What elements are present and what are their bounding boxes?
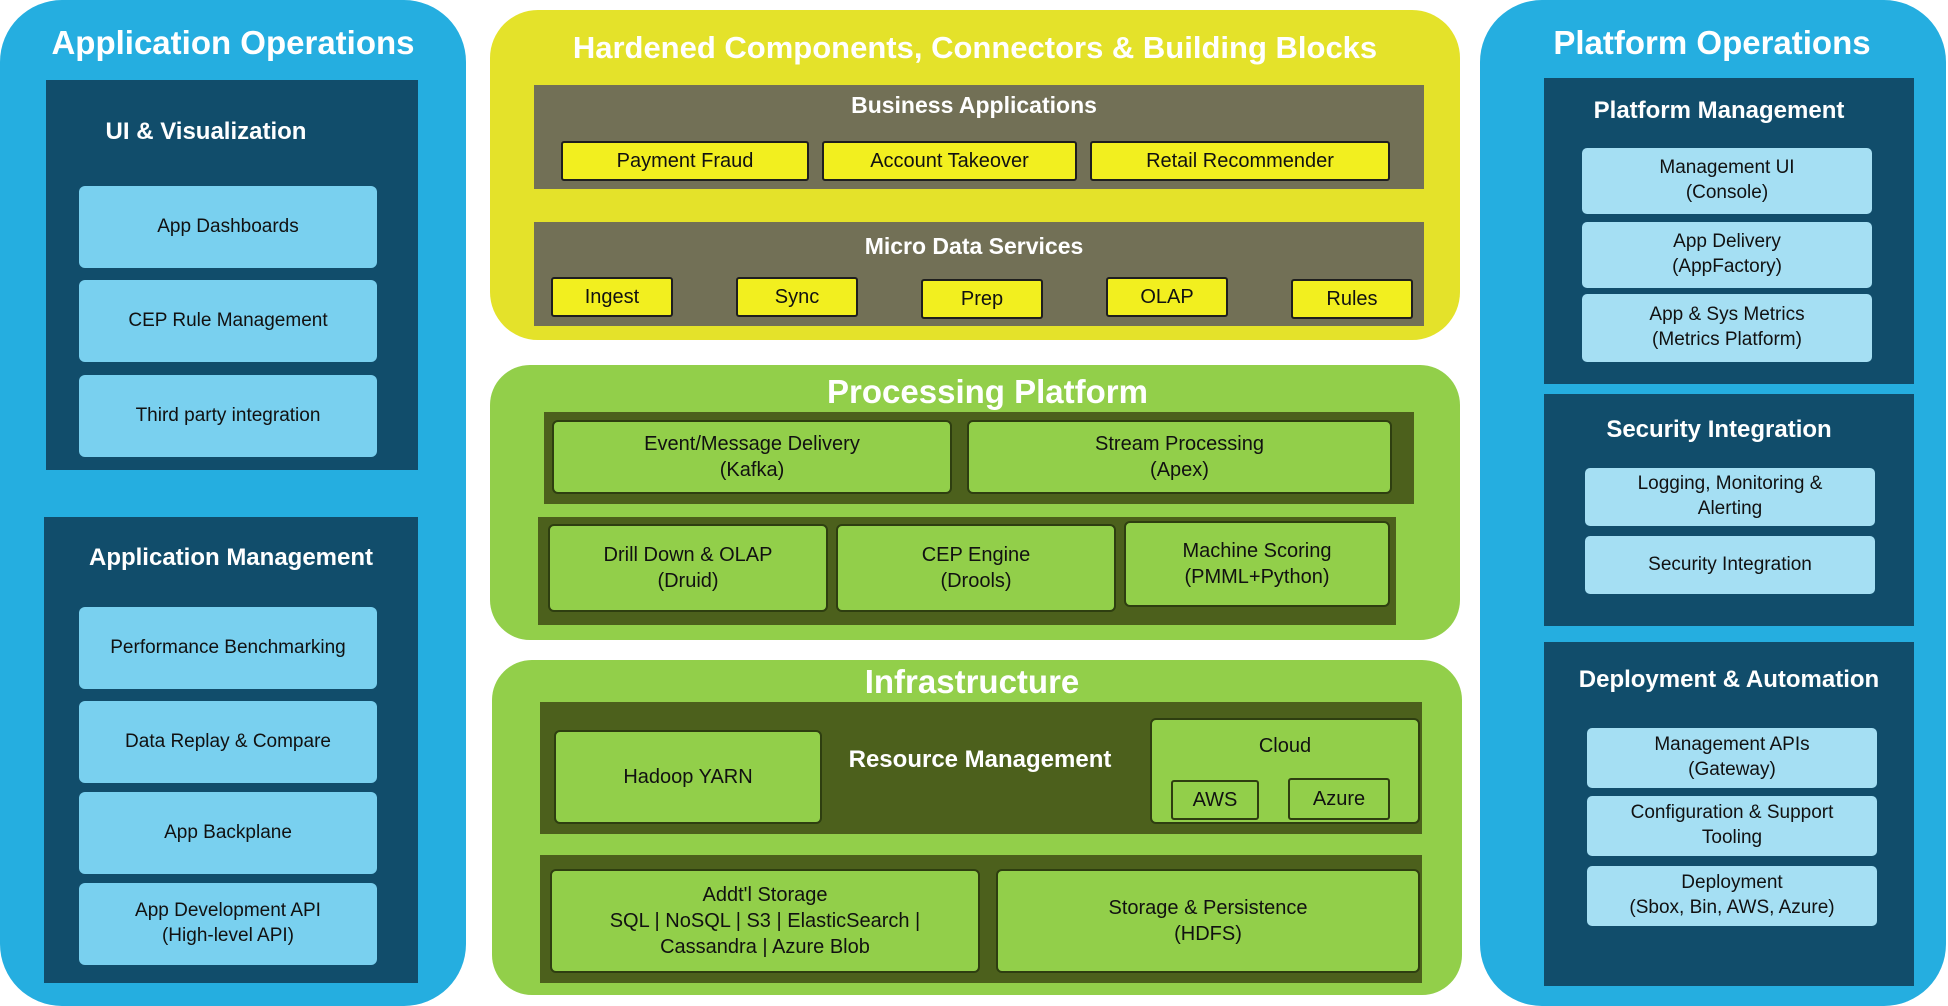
- platform-operations-title: Platform Operations: [1553, 24, 1871, 61]
- retail-recommender-button[interactable]: Retail Recommender: [1090, 141, 1390, 181]
- processing-platform-panel: Processing Platform Event/Message Delive…: [490, 365, 1460, 640]
- hadoop-yarn-box[interactable]: Hadoop YARN: [554, 730, 822, 824]
- drill-down-olap-box[interactable]: Drill Down & OLAP (Druid): [548, 524, 828, 612]
- deployment-automation-title: Deployment & Automation: [1578, 666, 1880, 693]
- app-sys-metrics-box[interactable]: App & Sys Metrics (Metrics Platform): [1582, 294, 1872, 362]
- aws-button[interactable]: AWS: [1171, 780, 1259, 820]
- cep-rule-management-box[interactable]: CEP Rule Management: [79, 280, 377, 362]
- security-integration-section: Security Integration Logging, Monitoring…: [1544, 394, 1914, 626]
- configuration-support-tooling-box[interactable]: Configuration & Support Tooling: [1587, 796, 1877, 856]
- storage-persistence-box[interactable]: Storage & Persistence (HDFS): [996, 869, 1420, 973]
- olap-button[interactable]: OLAP: [1106, 277, 1228, 317]
- management-ui-box[interactable]: Management UI (Console): [1582, 148, 1872, 214]
- third-party-integration-box[interactable]: Third party integration: [79, 375, 377, 457]
- machine-scoring-box[interactable]: Machine Scoring (PMML+Python): [1124, 521, 1390, 607]
- infrastructure-title: Infrastructure: [864, 663, 1080, 700]
- ui-visualization-section: UI & Visualization App Dashboards CEP Ru…: [46, 80, 418, 470]
- stream-processing-box[interactable]: Stream Processing (Apex): [967, 420, 1392, 494]
- app-dashboards-box[interactable]: App Dashboards: [79, 186, 377, 268]
- business-applications-band: Business Applications Payment Fraud Acco…: [534, 85, 1424, 189]
- platform-management-section: Platform Management Management UI (Conso…: [1544, 78, 1914, 384]
- app-development-api-box[interactable]: App Development API (High-level API): [79, 883, 377, 965]
- cloud-box: Cloud AWS Azure: [1150, 718, 1420, 824]
- resource-management-band: Hadoop YARN Resource Management Cloud AW…: [540, 702, 1422, 834]
- processing-platform-title: Processing Platform: [827, 373, 1148, 410]
- management-apis-box[interactable]: Management APIs (Gateway): [1587, 728, 1877, 788]
- cep-engine-box[interactable]: CEP Engine (Drools): [836, 524, 1116, 612]
- security-integration-box[interactable]: Security Integration: [1585, 536, 1875, 594]
- logging-monitoring-alerting-box[interactable]: Logging, Monitoring & Alerting: [1585, 468, 1875, 526]
- event-message-delivery-box[interactable]: Event/Message Delivery (Kafka): [552, 420, 952, 494]
- storage-band: Addt'l Storage SQL | NoSQL | S3 | Elasti…: [540, 855, 1422, 983]
- data-replay-compare-box[interactable]: Data Replay & Compare: [79, 701, 377, 783]
- platform-management-title: Platform Management: [1593, 97, 1845, 124]
- account-takeover-button[interactable]: Account Takeover: [822, 141, 1077, 181]
- application-management-title: Application Management: [88, 544, 374, 571]
- payment-fraud-button[interactable]: Payment Fraud: [561, 141, 809, 181]
- processing-row-2: Drill Down & OLAP (Druid) CEP Engine (Dr…: [538, 517, 1396, 625]
- micro-data-services-title: Micro Data Services: [864, 233, 1084, 259]
- application-operations-panel: Application Operations UI & Visualizatio…: [0, 0, 466, 1006]
- processing-row-1: Event/Message Delivery (Kafka) Stream Pr…: [544, 412, 1414, 504]
- application-operations-title: Application Operations: [51, 24, 415, 61]
- ingest-button[interactable]: Ingest: [551, 277, 673, 317]
- app-delivery-box[interactable]: App Delivery (AppFactory): [1582, 222, 1872, 288]
- addl-storage-box[interactable]: Addt'l Storage SQL | NoSQL | S3 | Elasti…: [550, 869, 980, 973]
- deployment-automation-section: Deployment & Automation Management APIs …: [1544, 642, 1914, 986]
- rules-button[interactable]: Rules: [1291, 279, 1413, 319]
- performance-benchmarking-box[interactable]: Performance Benchmarking: [79, 607, 377, 689]
- ui-visualization-title: UI & Visualization: [105, 118, 307, 145]
- resource-management-label: Resource Management: [848, 746, 1112, 773]
- platform-operations-panel: Platform Operations Platform Management …: [1480, 0, 1946, 1006]
- azure-button[interactable]: Azure: [1288, 778, 1390, 820]
- deployment-box[interactable]: Deployment (Sbox, Bin, AWS, Azure): [1587, 866, 1877, 926]
- security-integration-title: Security Integration: [1606, 416, 1832, 443]
- micro-data-services-band: Micro Data Services Ingest Sync Prep OLA…: [534, 222, 1424, 326]
- prep-button[interactable]: Prep: [921, 279, 1043, 319]
- application-management-section: Application Management Performance Bench…: [44, 517, 418, 983]
- hardened-components-title: Hardened Components, Connectors & Buildi…: [572, 30, 1378, 65]
- infrastructure-panel: Infrastructure Hadoop YARN Resource Mana…: [492, 660, 1462, 995]
- app-backplane-box[interactable]: App Backplane: [79, 792, 377, 874]
- business-applications-title: Business Applications: [851, 92, 1097, 118]
- hardened-components-panel: Hardened Components, Connectors & Buildi…: [490, 10, 1460, 340]
- sync-button[interactable]: Sync: [736, 277, 858, 317]
- cloud-label: Cloud: [1258, 735, 1312, 757]
